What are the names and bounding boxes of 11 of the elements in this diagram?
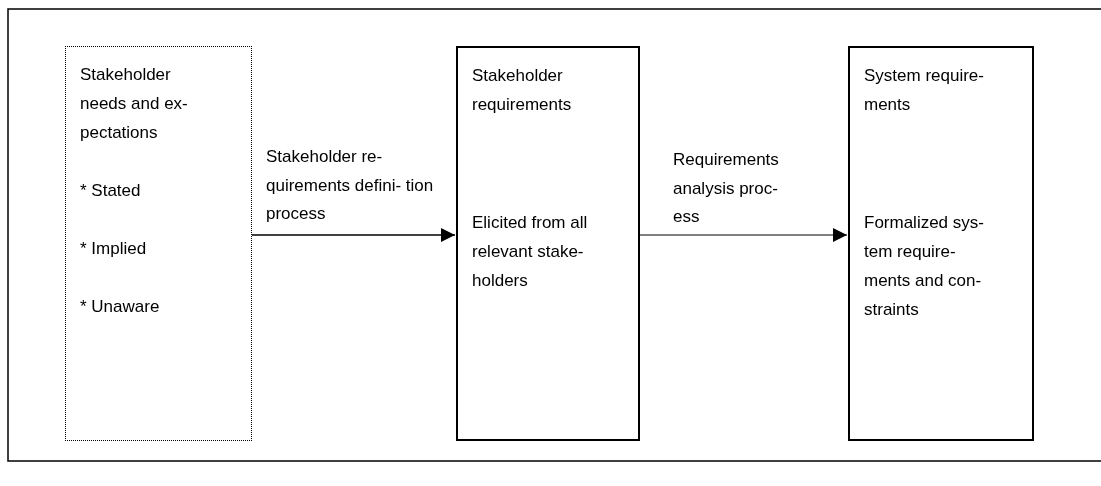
box-text: Elicited from all relevant stake- holders xyxy=(472,212,589,292)
box-text: Stakeholder needs and ex- pectations xyxy=(80,64,189,144)
process-box xyxy=(848,46,1034,441)
box-text: * Unaware xyxy=(80,296,161,318)
process-box xyxy=(456,46,640,441)
box-text: Formalized sys- tem require- ments and con- straints xyxy=(864,212,985,321)
box-text: Stakeholder requirements xyxy=(472,65,573,116)
box-text: System require- ments xyxy=(864,65,985,116)
process-box xyxy=(65,46,252,441)
box-text: * Stated xyxy=(80,180,142,202)
box-text: * Implied xyxy=(80,238,148,260)
